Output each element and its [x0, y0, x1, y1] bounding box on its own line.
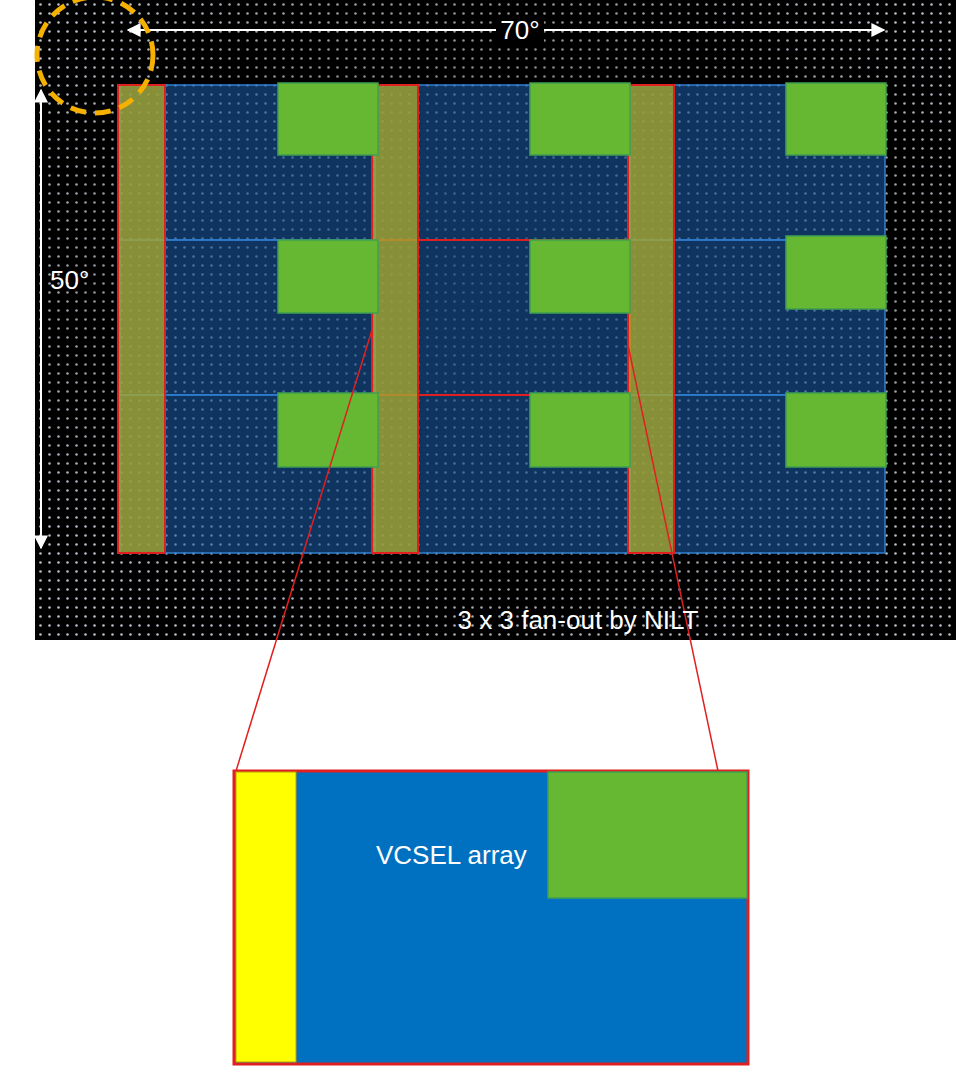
figure-label: 3 x 3 fan-out by NILT	[454, 605, 703, 636]
projection-ground	[35, 0, 956, 640]
dot-pattern	[35, 0, 956, 640]
leader-line	[236, 330, 372, 771]
leader-line	[628, 345, 718, 771]
green-boxes	[278, 83, 886, 467]
node-label: VCSEL array	[376, 840, 527, 871]
blue-tiles	[120, 85, 885, 553]
height-arrow	[40, 90, 42, 548]
zoom-yellow-strip	[236, 772, 296, 1062]
zoom-frame	[234, 771, 748, 1064]
highlight-circle	[37, 0, 153, 113]
dimension-label: 50°	[46, 265, 93, 296]
dimension-label: 70°	[496, 15, 543, 46]
dot-fade	[35, 0, 956, 640]
zoom-green-box	[548, 772, 747, 898]
array-region: VCSEL array	[298, 772, 746, 1062]
